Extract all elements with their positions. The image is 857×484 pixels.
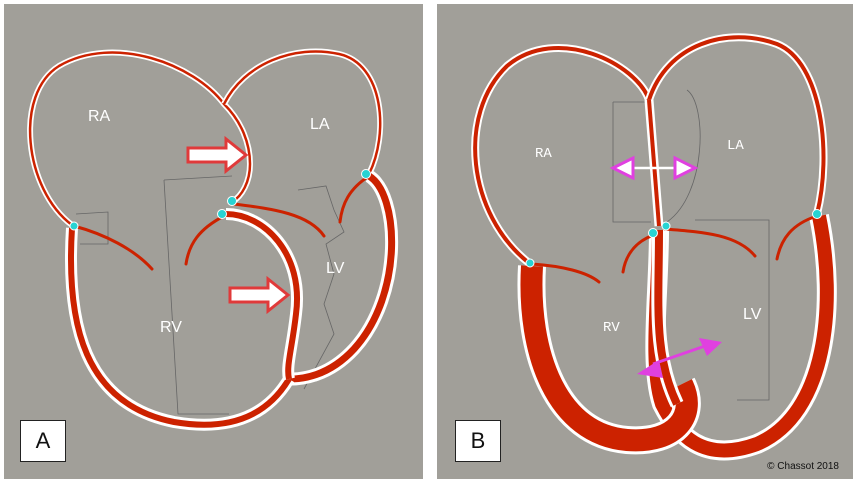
right-atrium-wall [27,49,254,228]
valve-leaflets [72,174,371,271]
heart-diagram-b [471,33,837,461]
heart-diagram-a [27,48,399,431]
panel-b: RA LA RV LV B © Chassot 2018 [437,4,853,479]
right-arrow-icon [186,135,249,175]
label-la: LA [310,116,330,133]
guide-lines [612,89,770,401]
label-lv: LV [326,260,345,277]
label-rv: RV [160,319,182,336]
right-arrow-icon [228,275,291,315]
double-arrow-icon [637,338,722,378]
panel-tag-a: A [20,420,66,462]
guide-lines [75,175,345,415]
left-atrium-wall [645,33,828,215]
double-arrow-icon [609,155,699,181]
label-ra: RA [88,108,111,125]
valve-leaflets [530,214,819,284]
valve-annulus-dots [69,169,371,231]
panel-a: RA LA RV LV A [4,4,423,479]
label-ra: RA [535,146,552,162]
label-lv: LV [743,306,762,323]
panel-tag-b: B [455,420,501,462]
copyright-credit: © Chassot 2018 [767,461,839,472]
label-la: LA [727,138,744,154]
label-rv: RV [603,320,620,336]
valve-annulus-dots [525,209,822,268]
